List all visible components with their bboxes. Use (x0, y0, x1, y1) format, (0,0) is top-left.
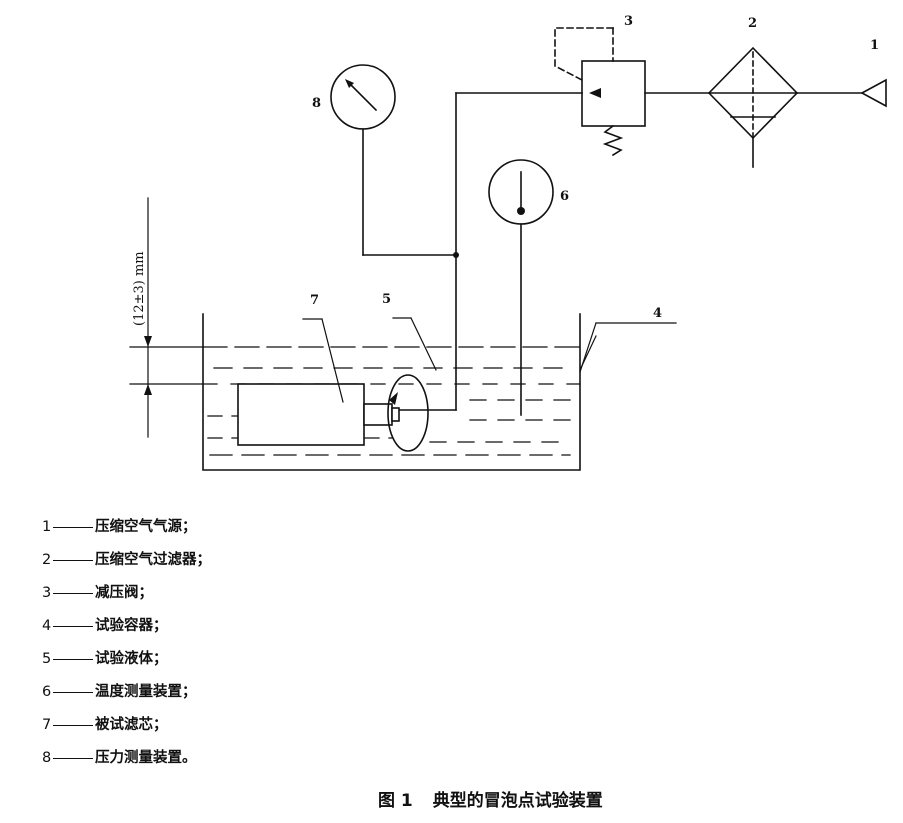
air-filter-symbol (707, 46, 799, 168)
air-source-symbol (860, 78, 887, 108)
figure-title: 典型的冒泡点试验装置 (432, 791, 603, 811)
bubble-point-test-apparatus-diagram: 1 2 3 4 5 6 7 8 (12±3) mm (129, 14, 887, 471)
temperature-gauge-symbol (488, 159, 554, 416)
air-supply-line (398, 92, 863, 411)
test-filter-element-symbol (237, 374, 429, 452)
dimension-label: (12±3) mm (132, 251, 147, 326)
callout-6: 6 (560, 189, 569, 204)
callout-2: 2 (748, 16, 757, 31)
callout-7: 7 (310, 293, 319, 308)
callout-3: 3 (624, 14, 633, 29)
figure-caption: 图 1 典型的冒泡点试验装置 (378, 786, 603, 811)
callout-1: 1 (870, 38, 879, 53)
callout-leader-lines (302, 317, 677, 403)
pipe-junction-dot (453, 252, 459, 258)
immersion-depth-dimension (129, 197, 204, 438)
pressure-gauge-symbol (330, 64, 457, 256)
pressure-reducing-valve-symbol (554, 27, 646, 157)
callout-5: 5 (382, 292, 391, 307)
figure-number: 图 1 (378, 791, 413, 811)
callout-8: 8 (312, 96, 321, 111)
test-container-symbol (202, 313, 581, 471)
callout-4: 4 (653, 306, 662, 321)
